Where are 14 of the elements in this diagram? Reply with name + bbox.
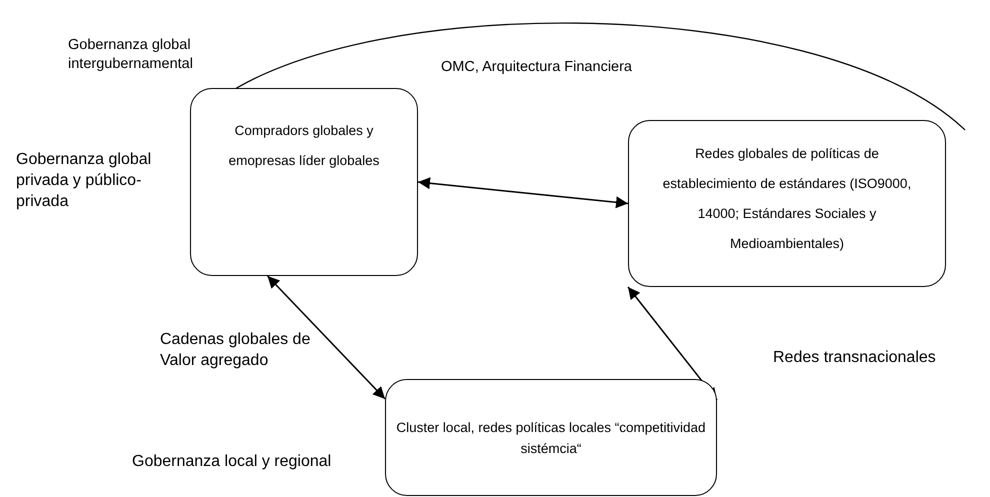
- double-arrow: [266, 275, 386, 400]
- rounded-box: [385, 379, 717, 496]
- rounded-box: [628, 120, 946, 287]
- box-text: Redes globales de políticas de establecimiento de estándares (ISO9000, 14000; Estándares Sociales y Medioambientales): [662, 145, 912, 253]
- annotation-text: OMC, Arquitectura Financiera: [441, 58, 633, 77]
- annotation-text: Gobernanza global intergubernamental: [68, 36, 194, 74]
- annotation-text: Redes transnacionales: [773, 348, 937, 368]
- box-text: Cluster local, redes políticas locales “competitividad sistémcia“: [395, 419, 707, 458]
- rounded-box: [190, 88, 418, 276]
- double-arrow: [418, 177, 628, 208]
- annotation-text: Gobernanza global privada y público-privada: [16, 150, 152, 212]
- box-text: Compradors globales y emopresas líder globales: [228, 122, 380, 170]
- annotation-text: Gobernanza local y regional: [132, 452, 332, 472]
- annotation-text: Cadenas globales de Valor agregado: [160, 330, 312, 371]
